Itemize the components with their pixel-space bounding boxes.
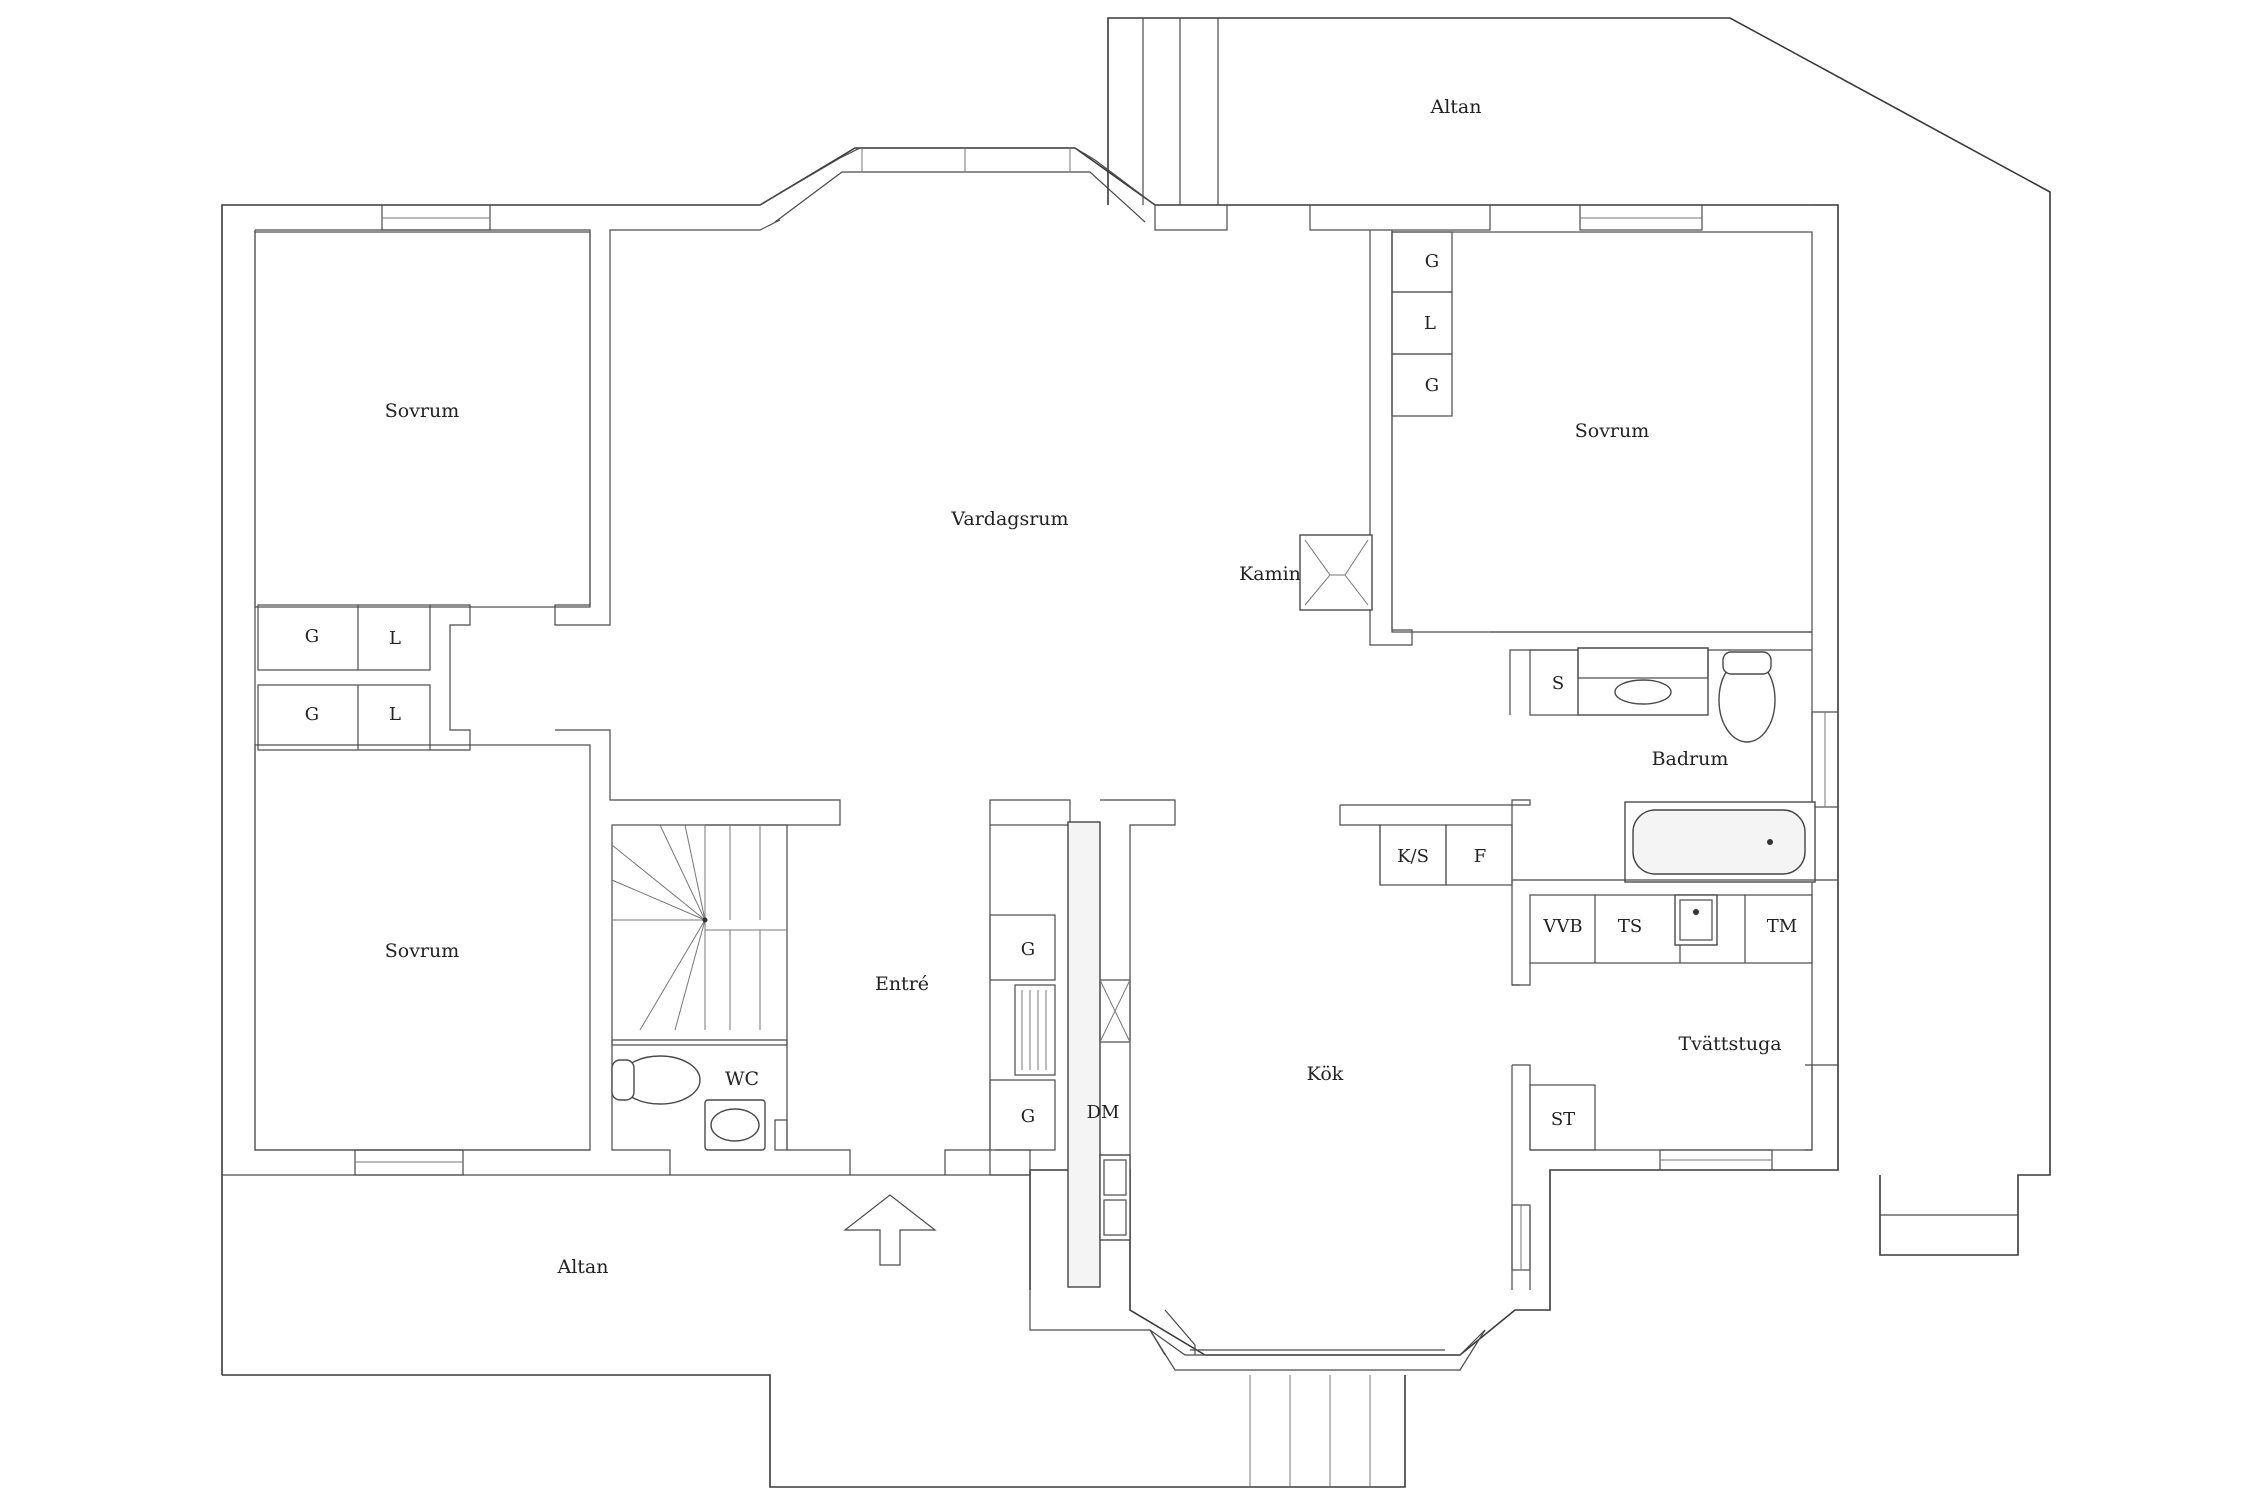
kamin-fixture [1299,534,1373,611]
label-entre-g1: G [1021,939,1035,960]
windows-top [381,204,1703,231]
label-f: F [1474,846,1487,867]
label-badrum: Badrum [1652,748,1729,770]
label-sovrum-bottom-left: Sovrum [385,940,460,962]
top-deck [1107,17,2051,1256]
entre-wall [989,799,1176,1356]
label-wc: WC [725,1068,759,1090]
bay-window-top [759,147,1156,223]
label-s: S [1552,673,1564,694]
label-entre: Entré [875,973,929,995]
vardagsrum-partitions [1299,230,1453,646]
entry [843,1149,1031,1266]
bay-window-bottom [1149,1309,1486,1487]
label-vvb: VVB [1542,916,1582,937]
label-altan-top: Altan [1430,96,1482,118]
left-bedrooms [254,231,841,1176]
label-sovrum-top-left: Sovrum [385,400,460,422]
utility-sink [1674,894,1718,946]
label-st: ST [1551,1109,1575,1130]
label-altan-bottom: Altan [557,1256,609,1278]
staircase [611,824,788,1046]
label-right-g2: G [1425,375,1439,396]
label-kamin: Kamin [1239,563,1301,585]
label-right-g1: G [1425,251,1439,272]
label-closet-l1: L [389,628,401,649]
label-entre-g2: G [1021,1106,1035,1127]
entry-arrow-icon [843,1194,937,1266]
label-dm: DM [1087,1102,1120,1123]
wc-room [611,1039,851,1175]
tvattstuga [1511,894,1838,1290]
fixture-labels: G L G L G L G G G DM K/S F S VVB TS TM S… [305,251,1797,1130]
label-closet-l2: L [389,704,401,725]
label-tm: TM [1767,916,1797,937]
room-labels: Altan Sovrum Vardagsrum Kamin Sovrum Bad… [385,96,1782,1278]
label-sovrum-right: Sovrum [1575,420,1650,442]
kitchen-closets [1339,805,1513,886]
label-right-l: L [1424,313,1436,334]
badrum [1340,631,1839,1151]
right-bedroom [1391,204,1838,633]
label-closet-g2: G [305,704,319,725]
label-tvattstuga: Tvättstuga [1678,1033,1781,1055]
label-closet-g1: G [305,626,319,647]
label-ks: K/S [1397,846,1429,867]
label-ts: TS [1618,916,1642,937]
label-kok: Kök [1307,1063,1344,1085]
label-vardagsrum: Vardagsrum [950,508,1068,530]
